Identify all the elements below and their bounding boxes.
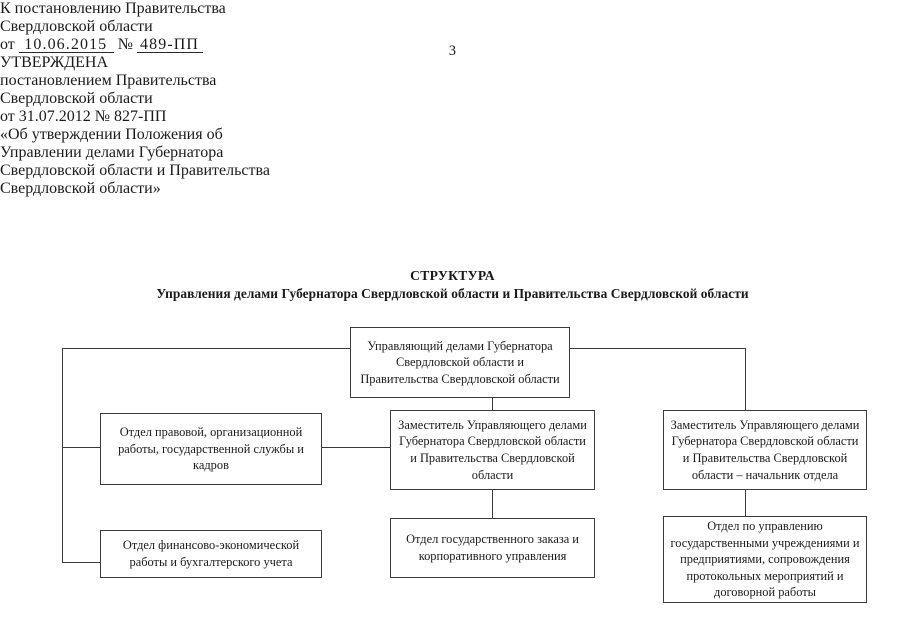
org-node-head-label: Управляющий делами Губернатора Свердловс… xyxy=(360,338,560,386)
org-node-deputy-1[interactable]: Заместитель Управляющего делами Губернат… xyxy=(390,410,595,490)
header-approval-line-2: постановлением Правительства xyxy=(0,72,217,89)
connector-deputy-1-to-procurement-dept xyxy=(492,490,493,518)
header-reference-line-2: Свердловской области xyxy=(0,18,153,35)
header-reference-line-3: от 10.06.2015 № 489-ПП xyxy=(0,36,905,54)
header-approval-line-8: Свердловской области» xyxy=(0,180,161,197)
header-approval-line-3: Свердловской области xyxy=(0,90,153,107)
org-node-finance-dept-label: Отдел финансово-экономической работы и б… xyxy=(122,538,300,569)
header-approval-block: УТВЕРЖДЕНА постановлением Правительства … xyxy=(0,54,905,198)
org-node-deputy-2[interactable]: Заместитель Управляющего делами Губернат… xyxy=(663,410,867,490)
resolution-number-field: 489-ПП xyxy=(137,37,204,53)
connector-left-trunk-to-legal-dept xyxy=(62,447,101,448)
connector-head-to-deputy-1 xyxy=(492,398,493,411)
header-reference-line-1: К постановлению Правительства xyxy=(0,0,226,17)
header-approval-line-6: Управлении делами Губернатора xyxy=(0,144,224,161)
connector-head-to-right-trunk xyxy=(570,348,746,349)
header-reference-number-label: № xyxy=(117,36,134,53)
org-node-institutions-dept-label: Отдел по управлению государственными учр… xyxy=(670,519,860,600)
page-subtitle: Управления делами Губернатора Свердловск… xyxy=(156,286,749,301)
connector-left-trunk xyxy=(62,348,63,563)
header-approval-line-4: от 31.07.2012 № 827-ПП xyxy=(0,108,167,125)
connector-head-to-left-trunk xyxy=(62,348,351,349)
org-node-legal-dept-label: Отдел правовой, организационной работы, … xyxy=(118,425,304,473)
org-node-procurement-dept[interactable]: Отдел государственного заказа и корпорат… xyxy=(390,518,595,578)
org-node-institutions-dept[interactable]: Отдел по управлению государственными учр… xyxy=(663,516,867,603)
header-reference-block: К постановлению Правительства Свердловск… xyxy=(0,0,905,54)
connector-right-trunk xyxy=(745,348,746,411)
header-reference-prefix: от xyxy=(0,36,15,53)
org-node-deputy-1-label: Заместитель Управляющего делами Губернат… xyxy=(398,417,587,482)
org-node-deputy-2-label: Заместитель Управляющего делами Губернат… xyxy=(670,417,860,482)
connector-legal-dept-to-deputy-1 xyxy=(322,447,390,448)
org-node-head[interactable]: Управляющий делами Губернатора Свердловс… xyxy=(350,327,570,398)
page-title: СТРУКТУРА xyxy=(410,268,495,283)
org-node-legal-dept[interactable]: Отдел правовой, организационной работы, … xyxy=(100,413,322,485)
resolution-date-field: 10.06.2015 xyxy=(18,37,114,53)
header-approval-line-7: Свердловской области и Правительства xyxy=(0,162,270,179)
connector-left-trunk-to-finance-dept xyxy=(62,562,101,563)
org-node-finance-dept[interactable]: Отдел финансово-экономической работы и б… xyxy=(100,530,322,578)
connector-deputy-2-to-institutions-dept xyxy=(745,490,746,516)
org-node-procurement-dept-label: Отдел государственного заказа и корпорат… xyxy=(406,532,579,563)
page-number: 3 xyxy=(448,43,457,59)
header-approval-line-5: «Об утверждении Положения об xyxy=(0,126,223,143)
header-approval-line-1: УТВЕРЖДЕНА xyxy=(0,54,109,71)
